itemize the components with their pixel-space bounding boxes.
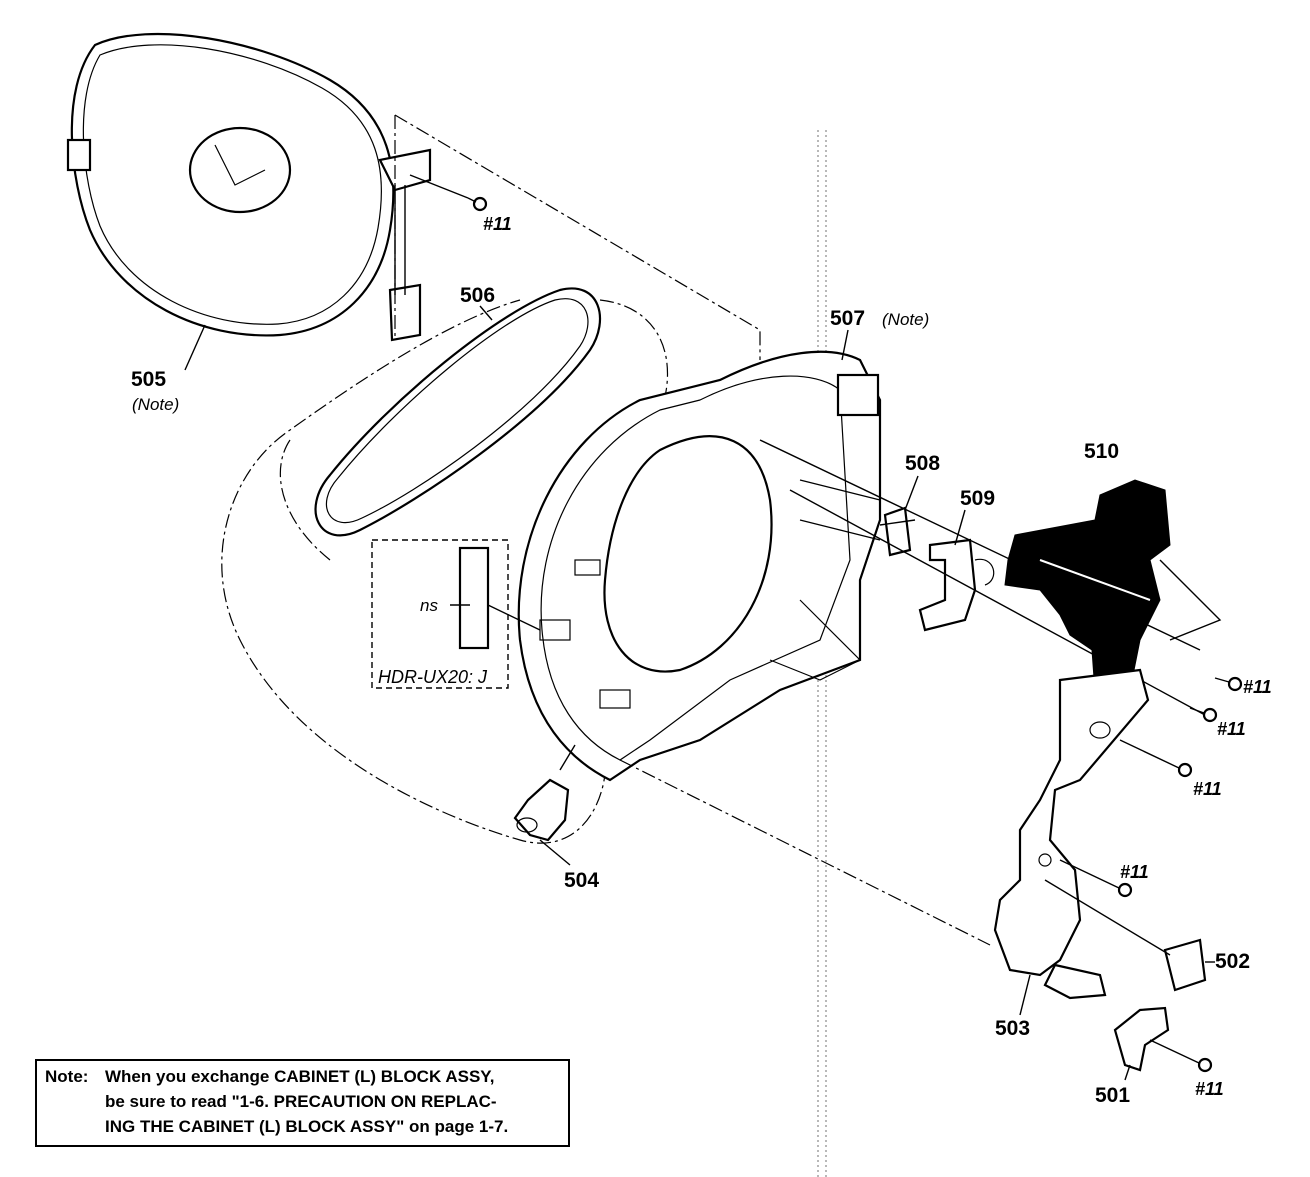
screw-icon <box>1214 676 1243 692</box>
leader-508-label <box>904 475 919 511</box>
label-screw-5: #11 <box>1120 862 1149 882</box>
ns-leader-2 <box>487 604 541 631</box>
part-503-bracket-assembly <box>993 668 1150 1000</box>
label-507: 507 <box>830 307 865 330</box>
ns-label-sheet <box>458 546 490 650</box>
label-screw-2: #11 <box>1243 677 1272 697</box>
label-model: HDR-UX20: J <box>378 667 488 687</box>
part-501-bracket <box>1113 1006 1170 1081</box>
leader-505-b <box>394 114 761 360</box>
label-506: 506 <box>460 284 495 307</box>
leader-510-box <box>1159 559 1222 641</box>
leader-505-label <box>184 324 206 371</box>
phantom-outline-2 <box>279 439 331 561</box>
screw-icon <box>409 174 488 212</box>
label-505: 505 <box>131 368 166 391</box>
label-507-note: (Note) <box>882 310 929 329</box>
leader-509-label <box>954 509 966 546</box>
part-508-bracket <box>879 506 916 557</box>
label-509: 509 <box>960 487 995 510</box>
label-502: 502 <box>1215 950 1250 973</box>
part-502-sheet <box>1044 879 1215 992</box>
label-503: 503 <box>995 1017 1030 1040</box>
label-508: 508 <box>905 452 940 475</box>
part-506-gasket <box>314 287 602 537</box>
part-510-module <box>1004 479 1171 693</box>
leader-housing-510 <box>759 439 1201 651</box>
label-510: 510 <box>1084 440 1119 463</box>
screw-icon <box>1189 707 1218 723</box>
note-line-1: When you exchange CABINET (L) BLOCK ASSY… <box>105 1067 495 1086</box>
leader-506-label <box>479 305 493 321</box>
label-505-note: (Note) <box>132 395 179 414</box>
leader-503-label <box>1019 974 1031 1016</box>
leader-507-label <box>841 329 849 361</box>
note-box: Note: When you exchange CABINET (L) BLOC… <box>35 1059 570 1147</box>
leader-housing-503 <box>619 759 991 946</box>
part-505-lid <box>66 32 432 342</box>
part-509-bracket <box>918 538 995 632</box>
part-504-connector <box>513 744 576 866</box>
label-501: 501 <box>1095 1084 1130 1107</box>
screw-icon <box>1059 859 1133 898</box>
label-screw-1: #11 <box>483 214 512 234</box>
note-line-3: ING THE CABINET (L) BLOCK ASSY" on page … <box>105 1117 509 1136</box>
label-screw-6: #11 <box>1195 1079 1224 1099</box>
part-507-cabinet-housing <box>517 350 882 782</box>
label-screw-4: #11 <box>1193 779 1222 799</box>
label-504: 504 <box>564 869 599 892</box>
note-line-2: be sure to read "1-6. PRECAUTION ON REPL… <box>105 1092 497 1111</box>
note-prefix: Note: <box>45 1067 89 1086</box>
screw-icon <box>1149 1039 1213 1073</box>
label-ns: ns <box>420 596 438 615</box>
label-screw-3: #11 <box>1217 719 1246 739</box>
screw-icon <box>1119 739 1193 778</box>
